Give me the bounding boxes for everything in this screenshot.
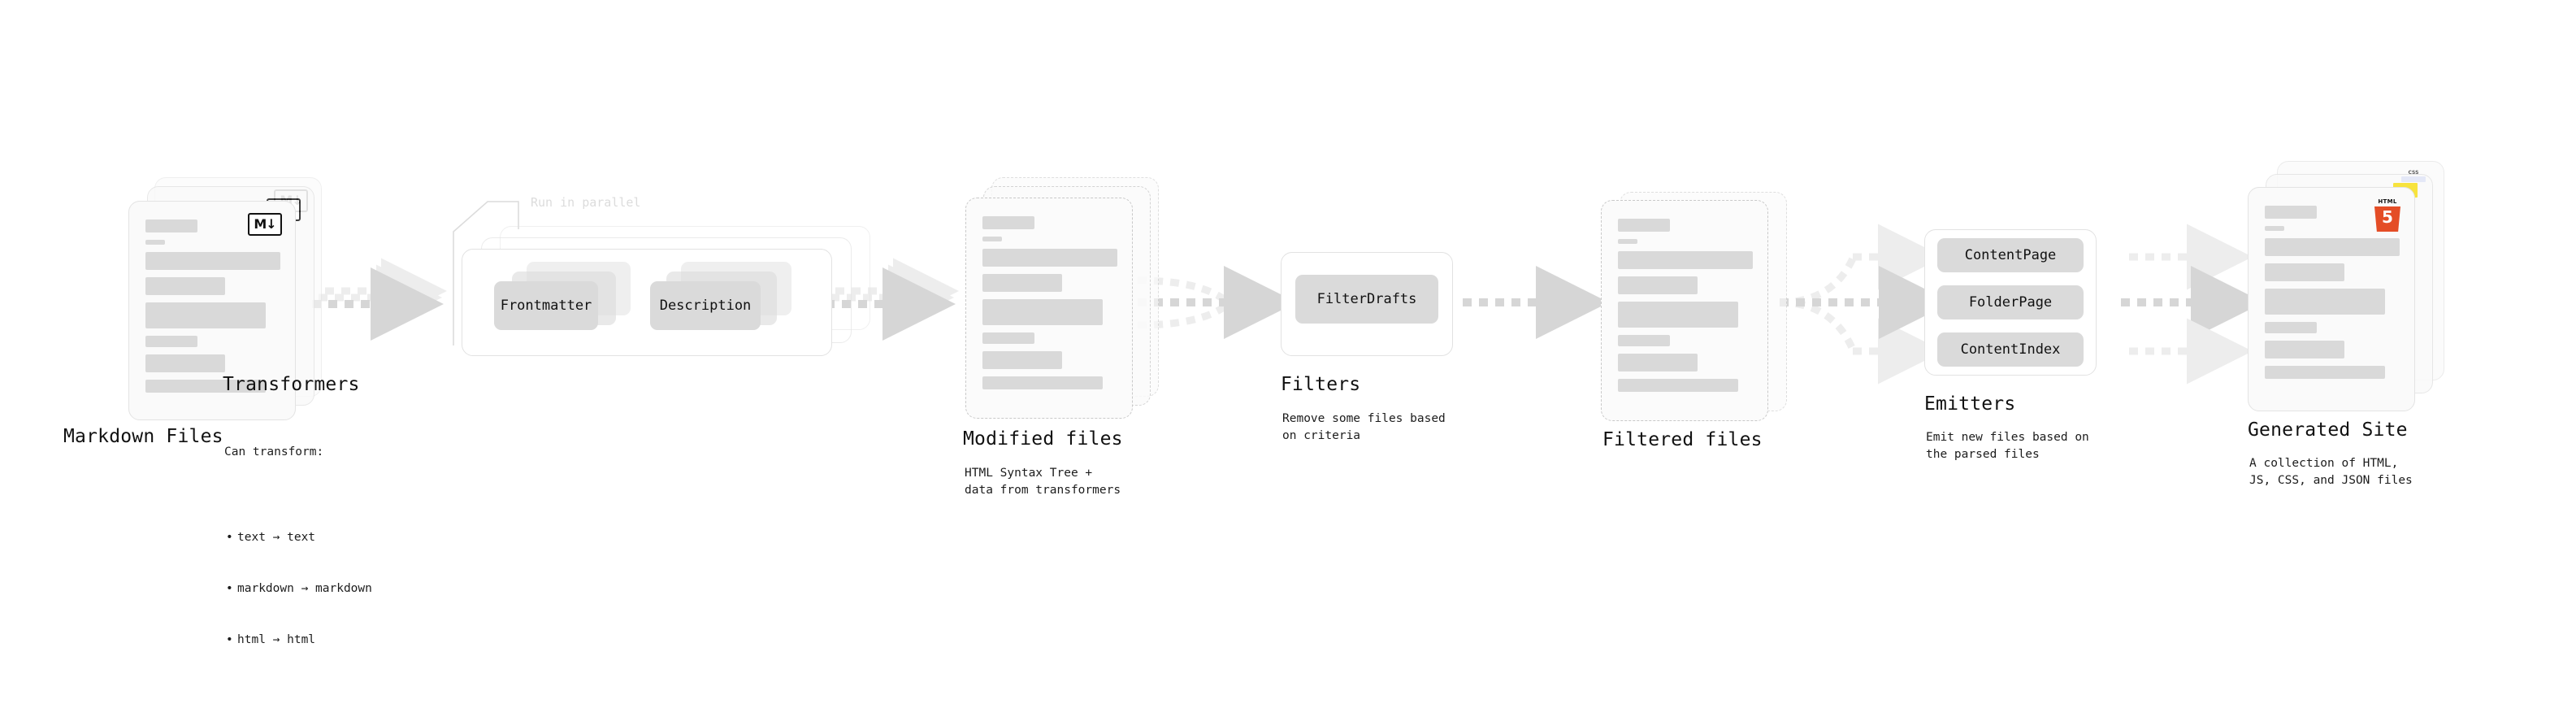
filtered-file-card-front[interactable] — [1601, 200, 1768, 421]
html5-badge-digit: 5 — [2382, 207, 2393, 227]
page-title-filtered-files: Filtered files — [1602, 429, 1763, 450]
emitters-subtitle: Emit new files based on the parsed files — [1926, 431, 2089, 462]
transformer-pill-frontmatter[interactable]: Frontmatter — [494, 281, 598, 330]
arrow-markdown-to-transformers — [312, 258, 447, 341]
transformer-pill-description[interactable]: Description — [650, 281, 761, 330]
filters-subtitle: Remove some files based on criteria — [1282, 412, 1446, 443]
html5-badge-label: HTML — [2378, 198, 2397, 205]
emitter-pill-contentindex[interactable]: ContentIndex — [1937, 332, 2084, 367]
modified-file-card-front[interactable] — [965, 198, 1133, 419]
filter-pill-filterdrafts[interactable]: FilterDrafts — [1295, 275, 1438, 324]
modified-files-subtitle: HTML Syntax Tree + data from transformer… — [965, 467, 1121, 498]
page-title-markdown-files: Markdown Files — [63, 426, 223, 447]
file-skeleton — [2265, 206, 2400, 386]
transformers-bullet-list: text → text markdown → markdown html → h… — [224, 495, 372, 683]
file-skeleton — [145, 219, 280, 400]
list-item: html → html — [226, 632, 372, 649]
page-title-generated-site: Generated Site — [2248, 419, 2408, 441]
page-title-transformers: Transformers — [223, 374, 360, 395]
arrow-filtered-to-emitters — [1779, 224, 1952, 385]
page-title-emitters: Emitters — [1924, 393, 2016, 415]
emitter-pill-contentpage[interactable]: ContentPage — [1937, 238, 2084, 272]
file-skeleton — [982, 216, 1117, 397]
markdown-logo-icon: M↓ — [248, 213, 282, 236]
site-file-card-html[interactable]: HTML 5 — [2248, 187, 2415, 411]
run-in-parallel-label: Run in parallel — [531, 195, 641, 210]
transformers-subtitle-heading: Can transform: — [224, 445, 324, 459]
arrow-emitters-to-site — [2121, 224, 2264, 385]
page-title-modified-files: Modified files — [963, 428, 1123, 450]
markdown-file-card-front[interactable]: M↓ — [128, 201, 296, 420]
emitter-pill-folderpage[interactable]: FolderPage — [1937, 285, 2084, 319]
page-title-filters: Filters — [1281, 374, 1361, 395]
list-item: text → text — [226, 529, 372, 546]
pipeline-diagram: M↓ M↓ M↓ Markdown Files Run in parallel — [0, 0, 2576, 681]
generated-site-subtitle: A collection of HTML, JS, CSS, and JSON … — [2249, 457, 2413, 488]
file-skeleton — [1618, 219, 1753, 399]
html5-badge-icon: HTML 5 — [2374, 198, 2401, 232]
css-badge-label: CSS — [2408, 170, 2419, 176]
transformers-subtitle: Can transform: text → text markdown → ma… — [224, 410, 372, 717]
list-item: markdown → markdown — [226, 580, 372, 598]
